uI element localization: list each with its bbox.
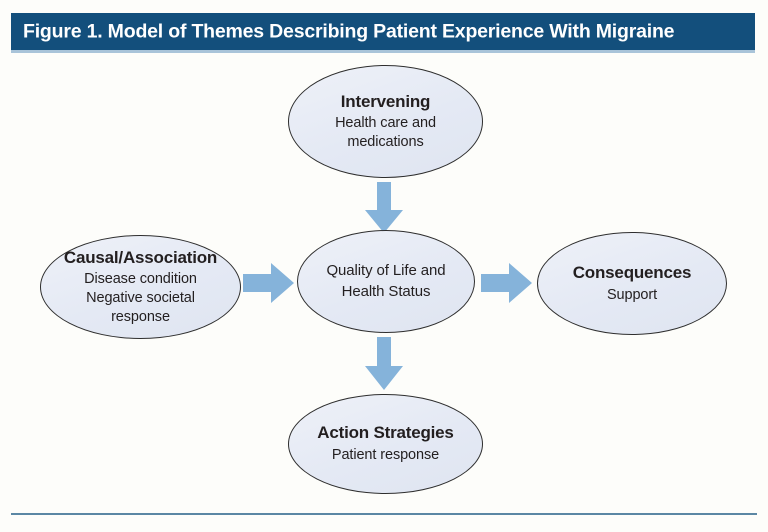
arrow-center-to-consequences [481,262,533,304]
node-consequences-line-1: Support [606,286,658,303]
figure-title: Figure 1. Model of Themes Describing Pat… [23,20,675,42]
node-quality-of-life-line-1: Quality of Life and [326,262,446,280]
node-causal-association: Causal/Association Disease condition Neg… [40,235,241,339]
title-underline [11,50,755,53]
node-action-strategies: Action Strategies Patient response [288,394,483,494]
node-quality-of-life-line-2: Health Status [341,282,431,300]
node-action-strategies-title: Action Strategies [317,423,454,443]
node-action-strategies-line-1: Patient response [331,447,440,463]
node-quality-of-life: Quality of Life and Health Status [297,230,475,333]
arrow-center-to-action [364,337,404,391]
arrow-causal-to-center [243,262,295,304]
node-intervening-title: Intervening [340,91,431,111]
node-intervening-line-1: Health care and [335,115,436,132]
node-intervening: Intervening Health care and medications [288,65,483,178]
footer-rule [11,513,757,515]
node-consequences-title: Consequences [572,262,692,282]
node-intervening-line-2: medications [347,133,424,150]
figure-title-bar: Figure 1. Model of Themes Describing Pat… [11,13,755,50]
node-causal-association-line-2: Negative societal [86,290,195,306]
node-causal-association-title: Causal/Association [63,247,218,267]
node-causal-association-line-1: Disease condition [84,271,197,288]
node-causal-association-line-3: response [111,308,170,325]
node-consequences: Consequences Support [537,232,727,335]
arrow-intervening-to-center [364,182,404,234]
